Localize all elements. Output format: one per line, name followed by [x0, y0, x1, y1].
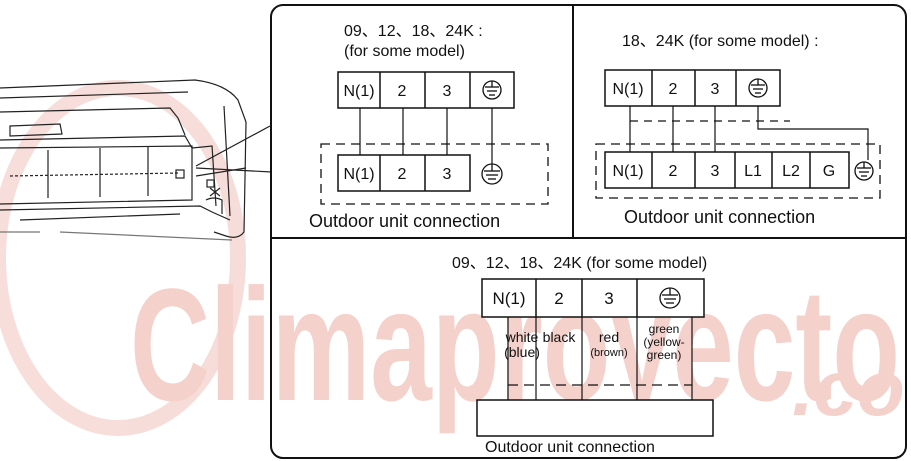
ground-symbol-icon: [659, 287, 681, 309]
terminal-label: N(1): [343, 166, 374, 183]
wire-color-ground-line2: (yellow-: [643, 335, 684, 349]
panel-top-left-caption: Outdoor unit connection: [309, 211, 500, 231]
terminal-label: N(1): [492, 289, 525, 308]
panel-bottom-caption: Outdoor unit connection: [485, 439, 655, 456]
terminal-label: 3: [443, 166, 452, 183]
watermark-logo-ring: [0, 80, 246, 436]
outdoor-terminal-block: N(1) 2 3 L1 L2 G: [604, 151, 874, 189]
wire-color-ground-line1: green: [649, 322, 680, 336]
terminal-label: N(1): [343, 83, 374, 100]
wire-color-n1-line2: (blue): [504, 344, 540, 360]
panel-top-left: 09、12、18、24K : (for some model) N(1) 2 3: [309, 23, 549, 231]
terminal-label: 2: [669, 163, 678, 180]
terminal-block: N(1) 2 3: [481, 278, 705, 318]
panel-top-right-caption: Outdoor unit connection: [624, 207, 815, 227]
terminal-label: L1: [744, 163, 762, 180]
wire-color-labels: white (blue) black red (brown) green (ye…: [504, 322, 685, 362]
panel-top-right: 18、24K (for some model) : N(1) 2 3: [595, 33, 881, 227]
ground-symbol-icon: [854, 161, 874, 181]
outdoor-unit-terminal-box: [476, 399, 714, 437]
indoor-terminal-block: N(1) 2 3: [337, 71, 515, 109]
terminal-label: 2: [398, 166, 407, 183]
terminal-label: G: [823, 163, 835, 180]
terminal-label: 3: [604, 289, 613, 308]
terminal-label: N(1): [612, 81, 643, 98]
wire-color-3-line2: (brown): [590, 347, 627, 359]
panel-top-left-title-line1: 09、12、18、24K :: [344, 23, 483, 40]
panel-bottom-title: 09、12、18、24K (for some model): [452, 255, 707, 272]
outdoor-connection-outline: [595, 143, 881, 199]
terminal-label: N(1): [612, 163, 643, 180]
panel-top-right-title: 18、24K (for some model) :: [622, 33, 819, 50]
wires: [507, 317, 693, 400]
ground-symbol-icon: [482, 80, 502, 100]
terminal-label: 3: [443, 83, 452, 100]
wires: [359, 108, 493, 164]
wire-color-3-line1: red: [599, 329, 619, 345]
terminal-label: 2: [398, 83, 407, 100]
air-conditioner-unit-illustration: [0, 79, 273, 241]
terminal-label: 3: [711, 81, 720, 98]
panel-bottom: 09、12、18、24K (for some model) N(1) 2 3: [452, 255, 714, 456]
terminal-label: 3: [711, 163, 720, 180]
terminal-label: 2: [554, 289, 563, 308]
outdoor-connection-outline: [320, 143, 549, 205]
wire-color-ground-line3: green): [647, 348, 682, 362]
watermark-suffix: .co: [792, 344, 905, 432]
panel-top-left-title-line2: (for some model): [344, 43, 465, 60]
wire-color-2: black: [543, 329, 577, 345]
outdoor-terminal-block: N(1) 2 3: [337, 154, 503, 192]
terminal-label: L2: [782, 163, 800, 180]
ground-symbol-icon: [748, 78, 768, 98]
wire-color-n1-line1: white: [505, 329, 539, 345]
diagram-frame: [270, 4, 907, 459]
ground-symbol-icon: [481, 163, 503, 185]
indoor-terminal-block: N(1) 2 3: [604, 69, 781, 107]
terminal-label: 2: [669, 81, 678, 98]
